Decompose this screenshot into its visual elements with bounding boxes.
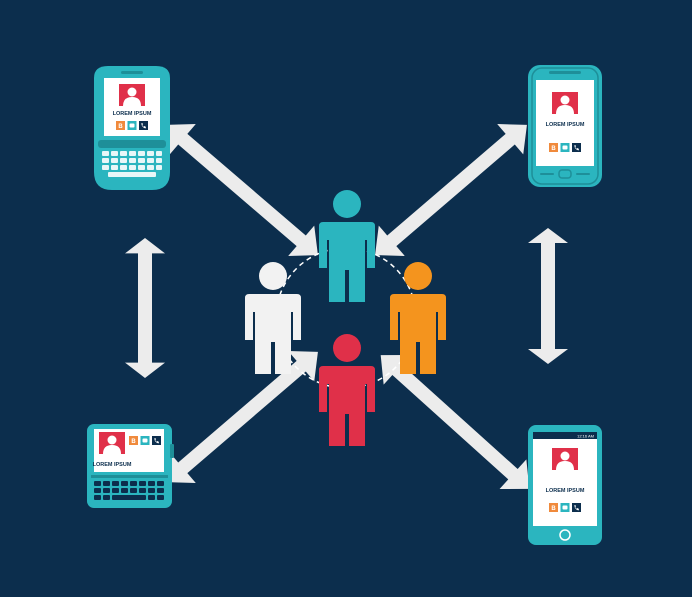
slider-phone: LOREM IPSUM — [87, 424, 174, 508]
person-white — [245, 262, 301, 374]
arrow-bottom-left — [153, 336, 331, 498]
smartphone: 12:16 AM LOREM IPSUM — [528, 425, 602, 545]
keyboard — [102, 151, 162, 177]
touch-phone-home-button — [558, 169, 572, 179]
arrows — [125, 109, 568, 504]
smartphone-home-button — [559, 529, 571, 541]
slider-keyboard — [94, 481, 164, 500]
smartphone-label: LOREM IPSUM — [546, 488, 585, 494]
keyboard-phone: LOREM IPSUM — [94, 66, 170, 190]
arrow-left-vertical — [125, 238, 165, 378]
arrow-top-right — [362, 109, 540, 271]
person-red — [319, 334, 375, 446]
smartphone-status-time: 12:16 AM — [577, 434, 594, 439]
person-teal — [319, 190, 375, 302]
arrow-right-vertical — [528, 228, 568, 364]
keyboard-phone-icons — [116, 121, 148, 130]
keyboard-phone-label: LOREM IPSUM — [113, 111, 152, 117]
smartphone-icons — [549, 503, 581, 512]
smartphone-status-bar — [533, 432, 597, 439]
avatar — [552, 448, 578, 470]
arrow-bottom-right — [367, 340, 543, 504]
avatar — [99, 432, 125, 454]
slider-phone-label: LOREM IPSUM — [93, 462, 132, 468]
touch-phone: LOREM IPSUM — [528, 65, 602, 187]
arrow-top-left — [153, 109, 331, 271]
avatar — [552, 92, 578, 114]
touch-phone-label: LOREM IPSUM — [546, 122, 585, 128]
slider-phone-icons — [129, 436, 161, 445]
touch-phone-icons — [549, 143, 581, 152]
avatar — [119, 84, 145, 106]
